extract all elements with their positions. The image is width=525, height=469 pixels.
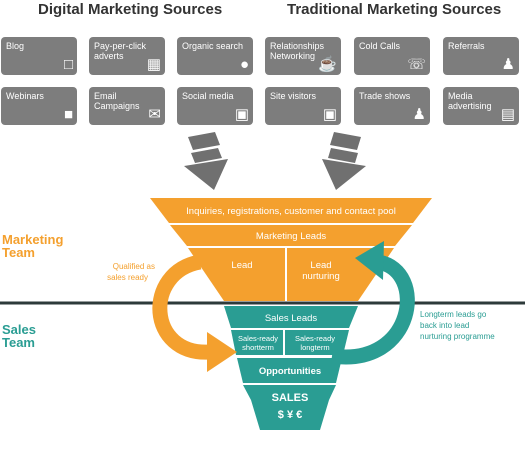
currencies-label: $ ¥ € xyxy=(278,409,302,421)
qualified-annotation-1: Qualified as xyxy=(113,262,155,271)
video-camera-icon: ■ xyxy=(63,106,73,123)
globe-search-icon: ● xyxy=(239,56,249,73)
longterm-annotation-3: nurturing programme xyxy=(420,332,495,341)
funnel-pool-band xyxy=(150,198,432,223)
longterm-label-2: longterm xyxy=(300,343,329,352)
tile-referrals: Referrals ♟ xyxy=(443,37,519,75)
funnel-sales-band xyxy=(243,385,336,430)
tile-social-media: Social media ▣ xyxy=(177,87,253,125)
funnel-opportunities-band xyxy=(237,358,342,383)
tile-label: Site visitors xyxy=(270,91,317,101)
tile-label: Relationships Networking xyxy=(270,41,325,61)
sales-team-line2: Team xyxy=(2,335,35,350)
lead-nurturing-label-1: Lead xyxy=(310,260,331,271)
tile-webinars: Webinars ■ xyxy=(1,87,77,125)
tile-label: Media advertising xyxy=(448,91,492,111)
tile-label: Organic search xyxy=(182,41,244,51)
longterm-annotation-2: back into lead xyxy=(420,321,469,330)
marketing-team-label: Marketing Team xyxy=(2,233,63,259)
digital-sources-heading: Digital Marketing Sources xyxy=(38,1,223,18)
sales-team-line1: Sales xyxy=(2,322,36,337)
tile-label: Email Campaigns xyxy=(94,91,140,111)
longterm-label-1: Sales-ready xyxy=(295,334,335,343)
shortterm-label-2: shortterm xyxy=(242,343,274,352)
tile-label: Social media xyxy=(182,91,234,101)
tile-label: Referrals xyxy=(448,41,485,51)
sales-team-label: Sales Team xyxy=(2,323,36,349)
digital-down-arrow xyxy=(184,132,228,190)
people-icon: ♟ xyxy=(501,56,515,73)
tile-label: Webinars xyxy=(6,91,44,101)
tile-cold-calls: Cold Calls ☏ xyxy=(354,37,430,75)
tile-label: Blog xyxy=(6,41,25,51)
tile-label: Trade shows xyxy=(359,91,411,101)
monitor-icon: ▣ xyxy=(322,106,337,123)
longterm-annotation-1: Longterm leads go xyxy=(420,310,487,319)
lead-label: Lead xyxy=(231,260,252,271)
qualified-arrow xyxy=(152,254,237,372)
tile-label: Pay-per-click adverts xyxy=(94,41,147,61)
traditional-sources-heading: Traditional Marketing Sources xyxy=(287,1,502,18)
tile-trade-shows: Trade shows ♟ xyxy=(354,87,430,125)
speech-bubble-icon: □ xyxy=(63,56,73,73)
marketing-team-line2: Team xyxy=(2,245,35,260)
funnel-lead-band xyxy=(188,248,285,301)
funnel-sales-leads-band xyxy=(224,306,358,328)
traditional-down-arrow xyxy=(322,132,366,190)
envelope-icon: ✉ xyxy=(148,106,161,123)
browser-window-icon: ▦ xyxy=(146,56,161,73)
funnel-longterm-band xyxy=(285,330,349,355)
marketing-team-line1: Marketing xyxy=(2,232,64,247)
tile-label: Cold Calls xyxy=(359,41,401,51)
funnel-marketing-leads-band xyxy=(170,225,412,246)
marketing-leads-label: Marketing Leads xyxy=(256,231,326,242)
tile-pay-per-click: Pay-per-click adverts ▦ xyxy=(89,37,165,75)
tile-email-campaigns: Email Campaigns ✉ xyxy=(89,87,165,125)
tile-site-visitors: Site visitors ▣ xyxy=(265,87,341,125)
shortterm-label-1: Sales-ready xyxy=(238,334,278,343)
lead-nurturing-label-2: nurturing xyxy=(302,271,340,282)
tile-organic-search: Organic search ● xyxy=(177,37,253,75)
coffee-cup-icon: ☕ xyxy=(318,56,337,73)
tile-media-advertising: Media advertising ▤ xyxy=(443,87,519,125)
presenter-icon: ♟ xyxy=(412,106,426,123)
opportunities-label: Opportunities xyxy=(259,366,321,377)
pool-label: Inquiries, registrations, customer and c… xyxy=(186,206,396,217)
funnel-shortterm-band xyxy=(231,330,283,355)
sales-leads-label: Sales Leads xyxy=(265,313,318,324)
qualified-annotation-2: sales ready xyxy=(107,273,148,282)
social-media-icon: ▣ xyxy=(234,106,249,123)
sales-label: SALES xyxy=(272,392,309,404)
tile-relationships-networking: Relationships Networking ☕ xyxy=(265,37,341,75)
tile-blog: Blog □ xyxy=(1,37,77,75)
longterm-arrow xyxy=(330,241,415,365)
phone-icon: ☏ xyxy=(407,56,426,73)
document-icon: ▤ xyxy=(500,106,515,123)
